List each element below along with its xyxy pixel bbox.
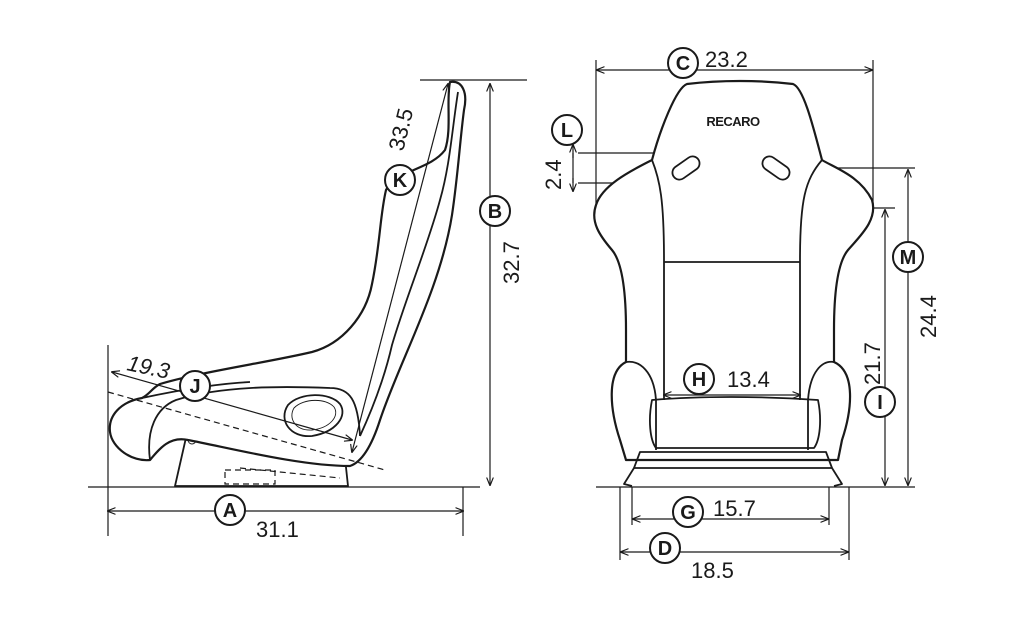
dimension-b-value: 32.7 bbox=[499, 241, 524, 284]
dimension-i-value: 21.7 bbox=[860, 342, 885, 385]
dimension-k-letter: K bbox=[393, 170, 408, 192]
front-view: RECARO bbox=[573, 60, 915, 560]
dimension-m-letter: M bbox=[900, 247, 917, 269]
dimension-a-value: 31.1 bbox=[256, 517, 299, 542]
dimension-m: M 24.4 bbox=[892, 241, 941, 338]
dimension-a: A 31.1 bbox=[214, 494, 299, 542]
dimension-b-letter: B bbox=[488, 201, 502, 223]
dimension-k-value: 33.5 bbox=[384, 106, 419, 154]
dimension-a-letter: A bbox=[223, 500, 237, 522]
left-belt-slot bbox=[671, 155, 701, 181]
dimension-c-letter: C bbox=[676, 53, 690, 75]
dimension-g: G 15.7 bbox=[672, 496, 756, 528]
dimension-l-value: 2.4 bbox=[541, 159, 566, 190]
dimension-b: B 32.7 bbox=[479, 195, 524, 284]
dimension-c: C 23.2 bbox=[667, 47, 748, 79]
dimension-l-letter: L bbox=[561, 120, 573, 142]
dimension-h-value: 13.4 bbox=[727, 367, 770, 392]
front-seat-shell bbox=[593, 79, 875, 462]
dimension-i-letter: I bbox=[877, 392, 883, 414]
dimension-j-value: 19.3 bbox=[125, 350, 173, 384]
brand-logo: RECARO bbox=[706, 114, 760, 129]
dimension-j-letter: J bbox=[189, 376, 200, 398]
dimension-h: H 13.4 bbox=[683, 363, 770, 395]
dimension-c-value: 23.2 bbox=[705, 47, 748, 72]
dimension-h-letter: H bbox=[692, 369, 706, 391]
dimension-k: K 33.5 bbox=[384, 106, 419, 196]
dimension-g-letter: G bbox=[680, 502, 696, 524]
dimension-d: D 18.5 bbox=[649, 532, 734, 583]
side-view bbox=[88, 79, 527, 536]
right-belt-slot bbox=[761, 155, 791, 181]
dimension-l: L 2.4 bbox=[541, 114, 583, 190]
dimension-d-letter: D bbox=[658, 538, 672, 560]
dimension-g-value: 15.7 bbox=[713, 496, 756, 521]
dimension-m-value: 24.4 bbox=[916, 295, 941, 338]
dimension-d-value: 18.5 bbox=[691, 558, 734, 583]
dimension-i: I 21.7 bbox=[860, 342, 896, 418]
